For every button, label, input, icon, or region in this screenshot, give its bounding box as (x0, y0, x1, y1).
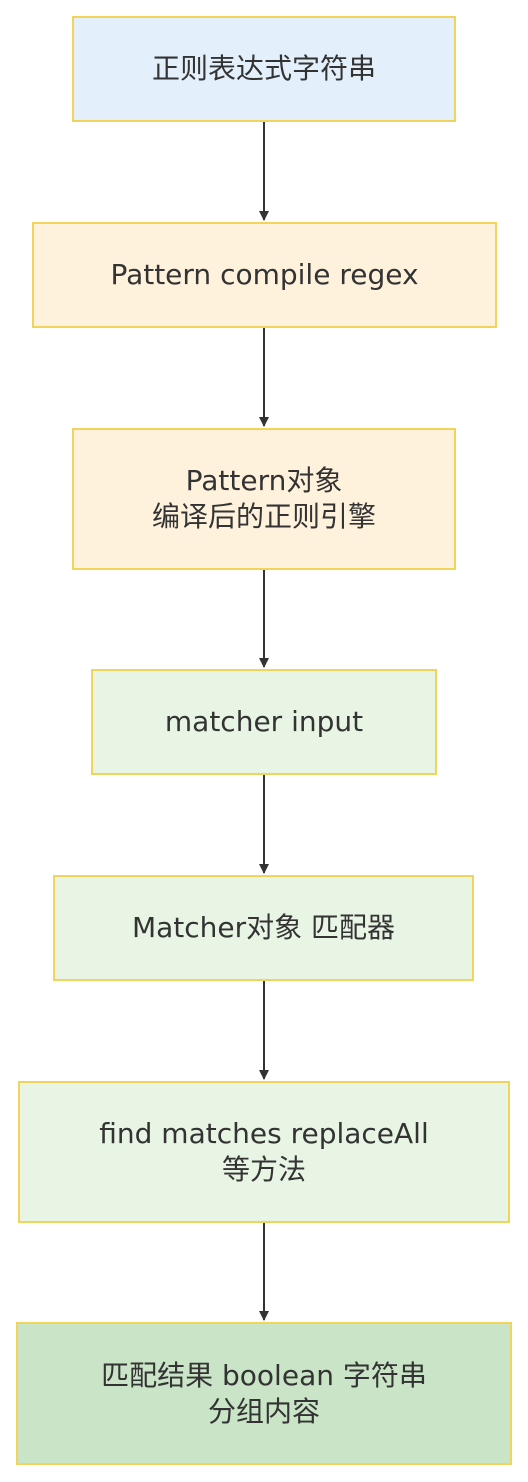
node-label-line-2: 分组内容 (207, 1394, 320, 1428)
node-regex-string: 正则表达式字符串 (72, 16, 456, 122)
node-pattern-object: Pattern对象 编译后的正则引擎 (72, 428, 456, 570)
node-label-line-2: 等方法 (221, 1153, 306, 1186)
node-pattern-compile: Pattern compile regex (32, 222, 497, 328)
node-methods: find matches replaceAll 等方法 (18, 1081, 510, 1223)
node-label: Matcher对象 匹配器 (131, 911, 396, 944)
node-matcher-object: Matcher对象 匹配器 (53, 875, 474, 981)
node-label: 正则表达式字符串 (151, 52, 376, 85)
node-label: matcher input (164, 705, 364, 738)
node-match-result: 匹配结果 boolean 字符串 分组内容 (16, 1322, 512, 1465)
node-label: Pattern compile regex (110, 258, 419, 291)
node-label-line-1: 匹配结果 boolean 字符串 (101, 1358, 427, 1392)
node-label-line-1: find matches replaceAll (99, 1117, 429, 1150)
node-label-line-1: Pattern对象 (185, 464, 343, 497)
node-matcher-input: matcher input (91, 669, 437, 775)
node-label-line-2: 编译后的正则引擎 (151, 500, 376, 533)
